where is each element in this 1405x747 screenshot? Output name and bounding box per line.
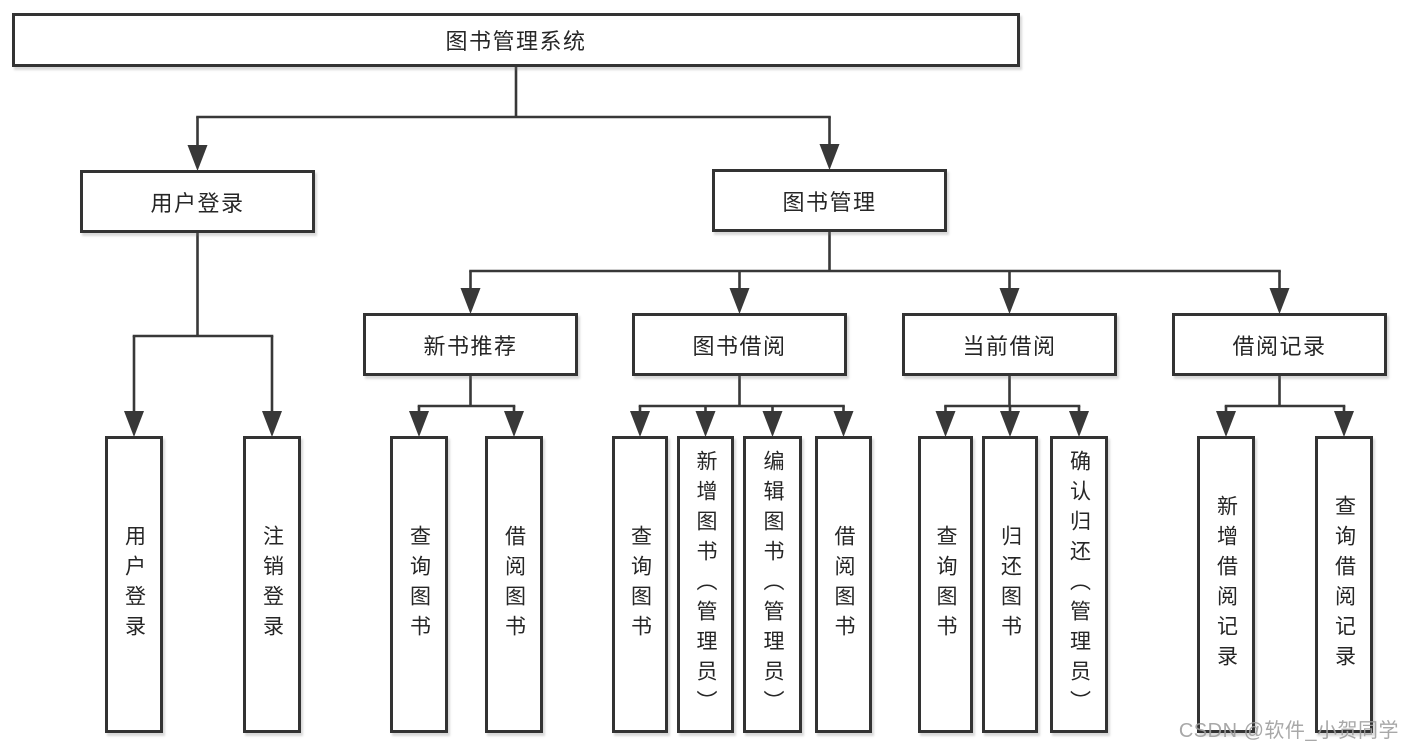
arrowhead-icon: [1269, 288, 1290, 314]
arrowhead-icon: [409, 411, 429, 437]
node-new-book-rec: 新书推荐: [363, 313, 578, 376]
arrowhead-icon: [504, 411, 524, 437]
arrowhead-icon: [1216, 411, 1236, 437]
node-cb-confirm-return: 确认归还（管理员）: [1050, 436, 1108, 733]
arrowhead-icon: [695, 411, 716, 437]
arrowhead-icon: [762, 411, 783, 437]
arrowhead-icon: [729, 288, 750, 314]
arrowhead-icon: [1334, 411, 1354, 437]
watermark: CSDN @软件_小贺同学: [1178, 720, 1399, 742]
node-bb-borrow-book: 借阅图书: [815, 436, 872, 733]
node-rec-borrow-book: 借阅图书: [485, 436, 543, 733]
arrowhead-icon: [1069, 411, 1089, 437]
node-cb-return-book: 归还图书: [982, 436, 1038, 733]
arrowhead-icon: [124, 411, 144, 437]
node-current-borrow: 当前借阅: [902, 313, 1117, 376]
node-br-add-record: 新增借阅记录: [1197, 436, 1255, 733]
arrowhead-icon: [999, 288, 1020, 314]
node-bb-add-book: 新增图书（管理员）: [677, 436, 734, 733]
arrowhead-icon: [460, 288, 481, 314]
node-root-title: 图书管理系统: [12, 13, 1020, 67]
node-rec-query-book: 查询图书: [390, 436, 448, 733]
arrowhead-icon: [262, 411, 282, 437]
arrowhead-icon: [819, 144, 840, 170]
node-book-borrow: 图书借阅: [632, 313, 847, 376]
node-bb-query-book: 查询图书: [612, 436, 668, 733]
node-book-mgmt: 图书管理: [712, 169, 947, 232]
node-login: 用户登录: [105, 436, 163, 733]
node-br-query-record: 查询借阅记录: [1315, 436, 1373, 733]
arrowhead-icon: [935, 411, 956, 437]
arrowhead-icon: [1000, 411, 1020, 437]
arrowhead-icon: [187, 145, 208, 171]
arrowhead-icon: [630, 411, 650, 437]
node-user-login: 用户登录: [80, 170, 315, 233]
node-logout: 注销登录: [243, 436, 301, 733]
node-borrow-records: 借阅记录: [1172, 313, 1387, 376]
node-cb-query-book: 查询图书: [918, 436, 973, 733]
node-bb-edit-book: 编辑图书（管理员）: [743, 436, 802, 733]
arrowhead-icon: [833, 411, 854, 437]
